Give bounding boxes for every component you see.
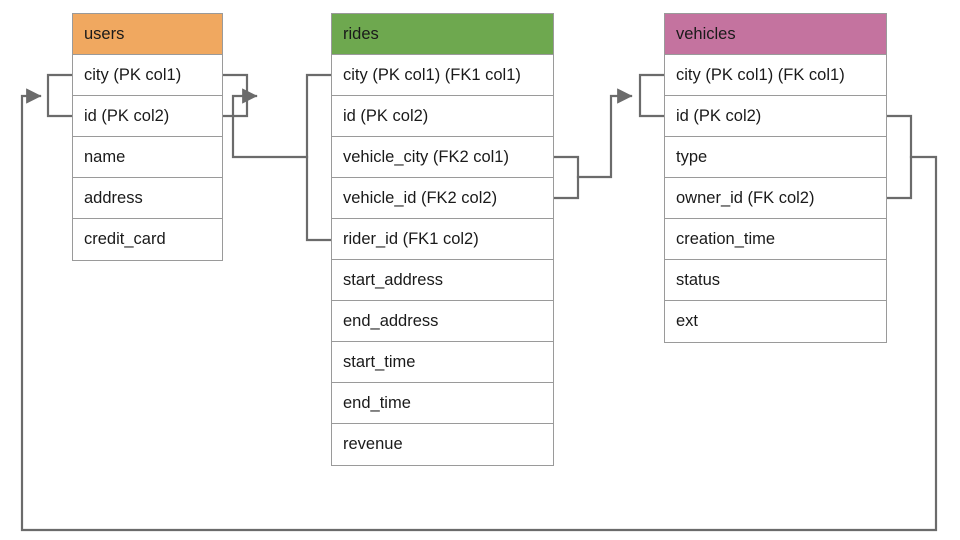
table-users-column-city: city (PK col1): [73, 55, 222, 96]
table-rides-column-city: city (PK col1) (FK1 col1): [332, 55, 553, 96]
table-rides-column-vehicle-city: vehicle_city (FK2 col1): [332, 137, 553, 178]
table-rides-column-start-address: start_address: [332, 260, 553, 301]
table-rides-column-id: id (PK col2): [332, 96, 553, 137]
table-rides-header: rides: [332, 14, 553, 55]
users-right-bracket: [221, 73, 249, 118]
rel-rides-to-users: [231, 88, 309, 159]
table-rides-column-end-time: end_time: [332, 383, 553, 424]
table-vehicles-column-owner-id: owner_id (FK col2): [665, 178, 886, 219]
table-vehicles-column-id: id (PK col2): [665, 96, 886, 137]
vehicles-left-bracket: [638, 73, 666, 118]
table-users-header: users: [73, 14, 222, 55]
rel-rides-to-vehicles: [576, 88, 633, 179]
table-users-column-address: address: [73, 178, 222, 219]
table-vehicles[interactable]: vehicles city (PK col1) (FK col1) id (PK…: [664, 13, 887, 343]
table-vehicles-column-city: city (PK col1) (FK col1): [665, 55, 886, 96]
table-rides[interactable]: rides city (PK col1) (FK1 col1) id (PK c…: [331, 13, 554, 466]
users-left-bracket: [46, 73, 74, 118]
table-vehicles-column-status: status: [665, 260, 886, 301]
table-vehicles-column-ext: ext: [676, 312, 699, 330]
rides-fk1-bracket: [305, 73, 333, 242]
table-rides-column-start-time: start_time: [332, 342, 553, 383]
table-rides-column-end-address: end_address: [332, 301, 553, 342]
table-rides-column-rider-id: rider_id (FK1 col2): [332, 219, 553, 260]
table-users[interactable]: users city (PK col1) id (PK col2) name a…: [72, 13, 223, 261]
table-rides-column-vehicle-id: vehicle_id (FK2 col2): [332, 178, 553, 219]
table-users-column-name: name: [73, 137, 222, 178]
table-vehicles-column-type: type: [665, 137, 886, 178]
table-vehicles-header: vehicles: [665, 14, 886, 55]
table-users-column-credit-card: credit_card: [84, 230, 166, 248]
table-rides-column-revenue: revenue: [343, 435, 403, 453]
vehicles-right-bracket: [885, 114, 913, 200]
table-users-column-id: id (PK col2): [73, 96, 222, 137]
rides-fk2-bracket: [552, 155, 580, 200]
table-vehicles-column-creation-time: creation_time: [665, 219, 886, 260]
